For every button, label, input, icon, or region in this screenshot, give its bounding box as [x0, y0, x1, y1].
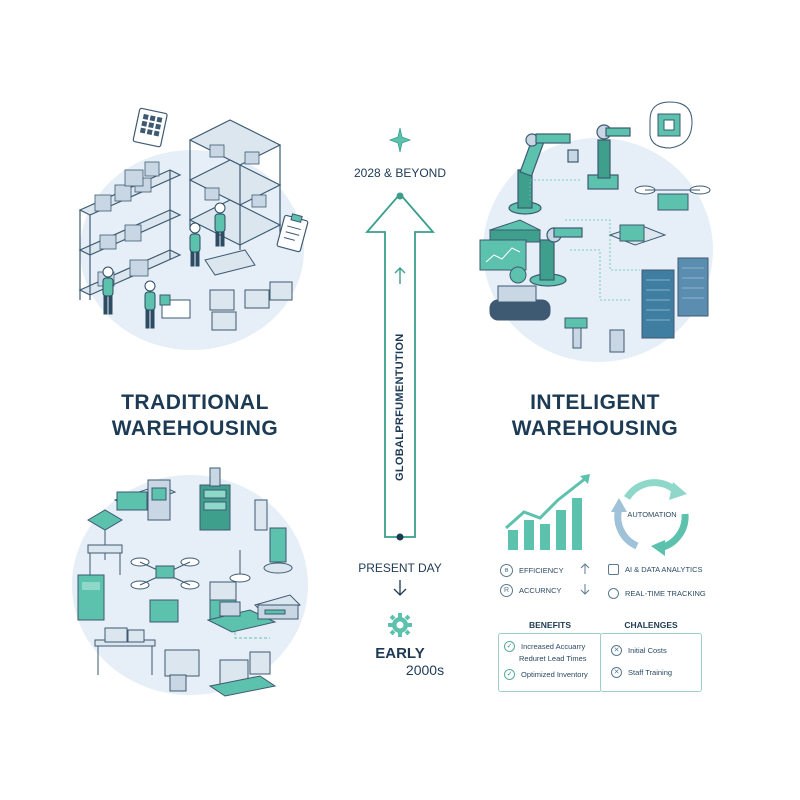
- traditional-title-line2: WAREHOUSING: [111, 417, 279, 440]
- check-icon: ✓: [504, 668, 515, 680]
- challenges-panel: ✕ Initial Costs ✕ Staff Training: [600, 633, 702, 692]
- accuracy-icon: R: [500, 584, 513, 597]
- benefit-item: ✓ Increased Accuarry: [504, 640, 596, 652]
- benefits-panel: ✓ Increased Accuarry Reduret Lead Times …: [498, 633, 602, 692]
- intelligent-warehousing-title: INTELIGENT WAREHOUSING: [490, 390, 700, 442]
- x-circle-icon: ✕: [611, 666, 622, 678]
- challenge-text: Staff Training: [628, 667, 673, 677]
- challenge-text: Initial Costs: [628, 645, 667, 655]
- timeline-early-year: 2000s: [405, 662, 445, 678]
- benefit-text: Increased Accuarry: [521, 641, 586, 651]
- up-arrow-icon: [580, 563, 590, 575]
- growth-bar-chart-icon: [502, 470, 594, 552]
- realtime-tracking-label: REAL-TIME TRACKING: [625, 589, 706, 598]
- ai-analytics-metric: AI & DATA ANALYTICS: [608, 564, 703, 575]
- warehouse-equipment-illustration: [60, 460, 310, 700]
- timeline-early-label: EARLY: [375, 645, 425, 662]
- efficiency-icon: ɵ: [500, 564, 513, 577]
- challenges-header: CHALENGES: [624, 620, 678, 630]
- timeline-star-icon: [388, 126, 412, 154]
- benefit-item: Reduret Lead Times: [504, 652, 596, 664]
- traditional-warehouse-illustration: [70, 100, 310, 350]
- traditional-warehousing-title: TRADITIONAL WAREHOUSING: [90, 390, 300, 442]
- timeline-arrow-text: GLOBALPRFUMENTUTION: [394, 333, 406, 481]
- intelligent-warehouse-illustration: [470, 90, 725, 370]
- benefits-header: BENEFITS: [528, 620, 572, 630]
- down-small-arrow-icon: [580, 583, 590, 595]
- benefit-text: Reduret Lead Times: [519, 653, 587, 663]
- efficiency-label: EFFICIENCY: [519, 566, 564, 575]
- challenge-item: ✕ Staff Training: [611, 666, 691, 678]
- tracking-icon: [608, 588, 619, 599]
- automation-cycle-icon: AUTOMATION: [607, 470, 697, 560]
- accuracy-label: ACCURNCY: [519, 586, 562, 595]
- benefits-list: ✓ Increased Accuarry Reduret Lead Times …: [499, 634, 601, 686]
- automation-label: AUTOMATION: [627, 510, 677, 519]
- x-circle-icon: ✕: [611, 644, 622, 656]
- realtime-tracking-metric: REAL-TIME TRACKING: [608, 588, 706, 599]
- ai-analytics-label: AI & DATA ANALYTICS: [625, 565, 703, 574]
- gear-icon: [387, 612, 413, 638]
- benefit-item: ✓ Optimized Inventory: [504, 668, 596, 680]
- down-arrow-icon: [390, 578, 410, 598]
- benefit-text: Optimized Inventory: [521, 669, 588, 679]
- intelligent-title-line2: WAREHOUSING: [511, 417, 679, 440]
- timeline-top-label: 2028 & BEYOND: [353, 166, 447, 180]
- challenges-list: ✕ Initial Costs ✕ Staff Training: [601, 634, 701, 688]
- ai-chip-icon: [608, 564, 619, 575]
- intelligent-title-line1: INTELIGENT: [530, 391, 660, 414]
- traditional-title-line1: TRADITIONAL: [121, 391, 269, 414]
- timeline-progress-arrow: [365, 192, 435, 544]
- accuracy-metric: R ACCURNCY: [500, 584, 562, 597]
- check-icon: ✓: [504, 640, 515, 652]
- efficiency-metric: ɵ EFFICIENCY: [500, 564, 564, 577]
- challenge-item: ✕ Initial Costs: [611, 644, 691, 656]
- timeline-present-label: PRESENT DAY: [358, 561, 442, 575]
